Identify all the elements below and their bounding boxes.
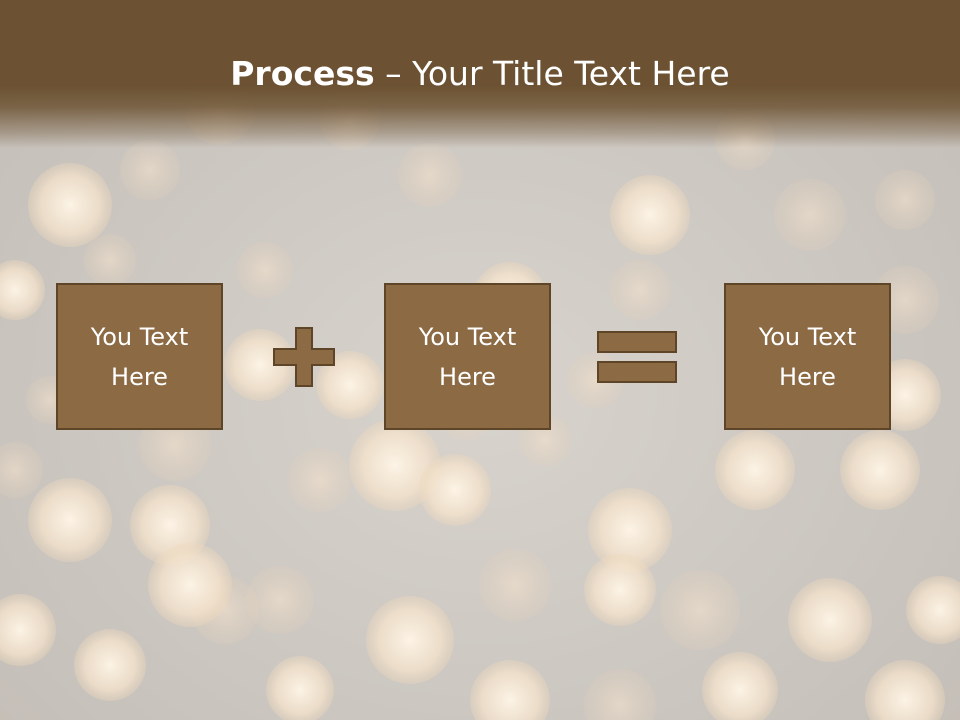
title-bar [0, 0, 960, 148]
process-box-label: You Text Here [90, 322, 189, 391]
process-box-3: You Text Here [724, 283, 891, 430]
process-box-2: You Text Here [384, 283, 551, 430]
title-rest: – Your Title Text Here [374, 54, 730, 93]
slide-title: Process – Your Title Text Here [0, 52, 960, 96]
process-box-label: You Text Here [418, 322, 517, 391]
plus-icon [273, 327, 335, 387]
equals-icon [597, 331, 677, 383]
process-box-label: You Text Here [758, 322, 857, 391]
title-bold-word: Process [230, 54, 375, 93]
process-box-1: You Text Here [56, 283, 223, 430]
